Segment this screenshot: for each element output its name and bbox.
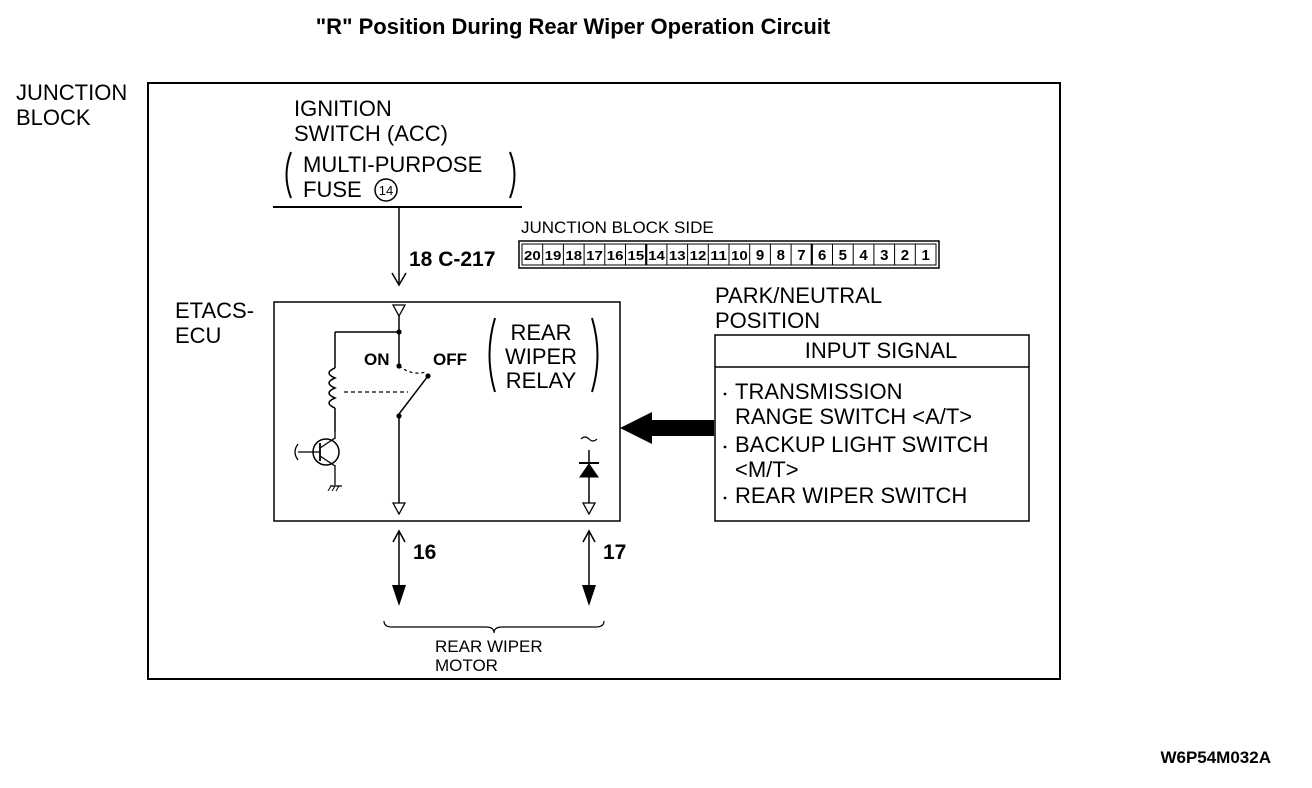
fuse-number-circle	[374, 178, 398, 202]
relay-switch-travel	[398, 365, 427, 374]
input-item-2-line1: BACKUP LIGHT SWITCH	[735, 432, 988, 457]
connector-pin-18: 18	[565, 248, 582, 263]
bullet-1-icon	[723, 392, 727, 396]
relay-name-line2: WIPER	[505, 344, 577, 369]
fuse-number: 14	[379, 183, 393, 198]
fuse-right-paren	[509, 151, 516, 199]
motor-label-line1: REAR WIPER	[435, 637, 543, 656]
connector-pin-2: 2	[901, 247, 909, 264]
transistor-collector	[319, 437, 336, 449]
park-neutral-line1: PARK/NEUTRAL	[715, 283, 882, 308]
feed-arrow-icon	[391, 272, 407, 287]
connector-pin-7: 7	[797, 247, 805, 264]
ignition-label-line3: MULTI-PURPOSE	[303, 152, 482, 177]
bullet-2-icon	[723, 445, 727, 449]
motor-brace	[383, 620, 605, 634]
connector-pin-15: 15	[628, 248, 645, 263]
relay-coil-icon	[328, 367, 337, 409]
junction-block-label-line1: JUNCTION	[16, 80, 127, 105]
connector-pin-16: 16	[607, 248, 624, 263]
relay-switch-arm	[398, 375, 429, 415]
diagram-title: "R" Position During Rear Wiper Operation…	[316, 14, 831, 39]
connector-outline	[518, 240, 940, 269]
feed-connector-label: 18 C-217	[409, 248, 495, 271]
connector-pin-12: 12	[690, 248, 707, 263]
output-16-solid-arrow-icon	[392, 585, 406, 606]
input-signal-box	[714, 334, 1030, 522]
input-wave-icon	[580, 436, 598, 442]
ground-hatch-2	[331, 485, 336, 492]
connector-pin-3: 3	[880, 247, 888, 264]
ignition-label-line1: IGNITION	[294, 96, 392, 121]
ecu-label-line1: ETACS-	[175, 298, 254, 323]
output-17-solid-arrow-icon	[582, 585, 596, 606]
relay-on-label: ON	[364, 350, 390, 369]
relay-off-label: OFF	[433, 350, 467, 369]
connector-pin-4: 4	[859, 247, 868, 264]
connector-pin-1: 1	[921, 247, 929, 264]
motor-label-line2: MOTOR	[435, 656, 498, 675]
junction-block-outline	[147, 82, 1061, 680]
bullet-3-icon	[723, 496, 727, 500]
ignition-label-line2: SWITCH (ACC)	[294, 121, 448, 146]
park-neutral-line2: POSITION	[715, 308, 820, 333]
transistor-emitter	[319, 455, 336, 467]
connector-pin-19: 19	[545, 248, 562, 263]
relay-left-paren	[488, 317, 496, 393]
connector-pin-20: 20	[524, 248, 541, 263]
ground-hatch-3	[335, 485, 340, 492]
junction-block-label-line2: BLOCK	[16, 105, 91, 130]
relay-right-paren	[591, 317, 599, 393]
output-16-open-arrow-icon	[392, 529, 406, 543]
ignition-label-line4: FUSE	[303, 177, 362, 202]
ecu-label-line2: ECU	[175, 323, 221, 348]
base-signal-icon	[294, 443, 299, 461]
input-item-3-line1: REAR WIPER SWITCH	[735, 483, 967, 508]
input-item-1-line1: TRANSMISSION	[735, 379, 902, 404]
relay-name-line3: RELAY	[506, 368, 577, 393]
connector-side-label: JUNCTION BLOCK SIDE	[521, 218, 714, 237]
connector-pin-8: 8	[777, 247, 785, 264]
relay-name-line1: REAR	[510, 320, 571, 345]
diode-icon	[579, 463, 599, 478]
ecu-box	[273, 301, 621, 522]
input-signal-arrow-icon	[620, 412, 714, 444]
terminal-17-icon	[581, 502, 597, 516]
input-item-2-line2: <M/T>	[735, 457, 799, 482]
connector-pin-13: 13	[669, 248, 686, 263]
connector-pin-6: 6	[818, 247, 826, 264]
output-pin-16: 16	[413, 541, 436, 564]
ground-hatch-1	[327, 485, 332, 492]
connector-pin-17: 17	[586, 248, 603, 263]
input-item-1-line2: RANGE SWITCH <A/T>	[735, 404, 972, 429]
connector-pin-14: 14	[648, 248, 666, 263]
connector-pin-11: 11	[710, 248, 727, 263]
output-17-open-arrow-icon	[582, 529, 596, 543]
input-signal-header: INPUT SIGNAL	[805, 338, 957, 363]
connector-pin-10: 10	[731, 248, 748, 263]
upper-terminal-icon	[391, 304, 407, 318]
connector-pin-5: 5	[839, 247, 847, 264]
terminal-16-icon	[391, 502, 407, 516]
connector-pin-9: 9	[756, 247, 764, 264]
fuse-left-paren	[285, 151, 292, 199]
figure-code: W6P54M032A	[1160, 748, 1271, 767]
output-pin-17: 17	[603, 541, 626, 564]
